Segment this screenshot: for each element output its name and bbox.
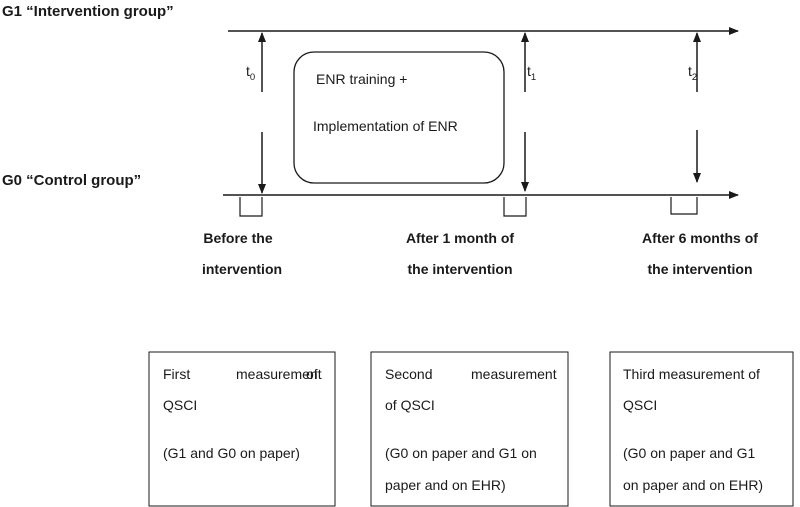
phase-3-line1: After 6 months of	[642, 230, 758, 246]
measurement-3-line4: on paper and on EHR)	[623, 477, 763, 493]
timepoint-t2-label: t2	[688, 63, 697, 83]
measurement-2-line3: (G0 on paper and G1 on	[385, 445, 537, 461]
enr-training-box	[293, 51, 505, 184]
phase-1-line2: intervention	[202, 261, 282, 277]
phase-2-line2: the intervention	[407, 261, 512, 277]
measurement-3-line2: QSCI	[623, 397, 657, 413]
timepoint-t0-label: t0	[246, 63, 255, 83]
intervention-group-label: G1 “Intervention group”	[2, 3, 174, 20]
phase-2-line1: After 1 month of	[406, 230, 514, 246]
measurement-1-line2: QSCI	[163, 397, 197, 413]
measurement-marker-3	[670, 197, 698, 215]
measurement-3-line1: Third measurement of	[623, 366, 760, 382]
enr-training-line1: ENR training +	[316, 71, 407, 87]
enr-training-line2: Implementation of ENR	[313, 118, 458, 134]
measurement-box-3: Third measurement of QSCI (G0 on paper a…	[609, 351, 794, 507]
timepoint-t1-label: t1	[527, 63, 536, 83]
phase-3-line2: the intervention	[647, 261, 752, 277]
measurement-1-line3: (G1 and G0 on paper)	[163, 445, 300, 461]
measurement-2-line4: paper and on EHR)	[385, 477, 506, 493]
control-group-label: G0 “Control group”	[2, 172, 141, 189]
measurement-2-line2: of QSCI	[385, 397, 435, 413]
measurement-marker-2	[503, 197, 527, 217]
measurement-marker-1	[239, 197, 263, 217]
phase-1-line1: Before the	[203, 230, 272, 246]
measurement-3-line3: (G0 on paper and G1	[623, 445, 756, 461]
